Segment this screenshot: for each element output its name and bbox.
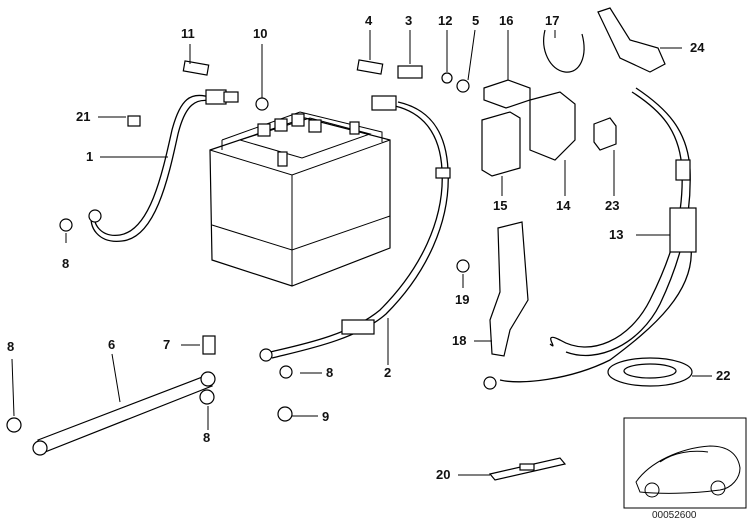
callout-16: 16 xyxy=(499,13,514,28)
callout-23: 23 xyxy=(605,198,620,213)
callout-19: 19 xyxy=(455,292,470,307)
callout-6: 6 xyxy=(108,337,116,352)
ground-strap-6 xyxy=(32,371,216,456)
bracket-18 xyxy=(489,221,529,357)
battery xyxy=(209,111,391,287)
callout-5: 5 xyxy=(472,13,480,28)
callout-15: 15 xyxy=(493,198,508,213)
callout-21: 21 xyxy=(76,109,91,124)
callout-20: 20 xyxy=(436,467,451,482)
callout-7: 7 xyxy=(163,337,171,352)
callout-18: 18 xyxy=(452,333,467,348)
callout-8-strap-left: 8 xyxy=(7,339,15,354)
cable-1 xyxy=(88,89,239,242)
cable-2 xyxy=(259,95,451,362)
grommet-22 xyxy=(607,357,693,387)
callout-22: 22 xyxy=(716,368,731,383)
callout-17: 17 xyxy=(545,13,560,28)
small-parts xyxy=(6,59,470,433)
callout-8-strap-right: 8 xyxy=(203,430,211,445)
callout-2: 2 xyxy=(384,365,392,380)
callout-10: 10 xyxy=(253,26,268,41)
document-number: 00052600 xyxy=(652,510,697,521)
callout-13: 13 xyxy=(609,227,624,242)
callout-14: 14 xyxy=(556,198,571,213)
callout-12: 12 xyxy=(438,13,453,28)
callout-11: 11 xyxy=(181,26,195,41)
clip-20 xyxy=(488,457,567,481)
leader-lines xyxy=(11,29,712,476)
callout-8-upper-left: 8 xyxy=(62,256,70,271)
relay-and-brackets xyxy=(481,7,666,177)
callout-9: 9 xyxy=(322,409,330,424)
callout-8-cable-end: 8 xyxy=(326,365,334,380)
cable-13 xyxy=(483,87,697,390)
callout-4: 4 xyxy=(365,13,373,28)
callout-24: 24 xyxy=(690,40,705,55)
callout-3: 3 xyxy=(405,13,413,28)
vehicle-inset xyxy=(623,417,747,509)
callout-1: 1 xyxy=(86,149,94,164)
